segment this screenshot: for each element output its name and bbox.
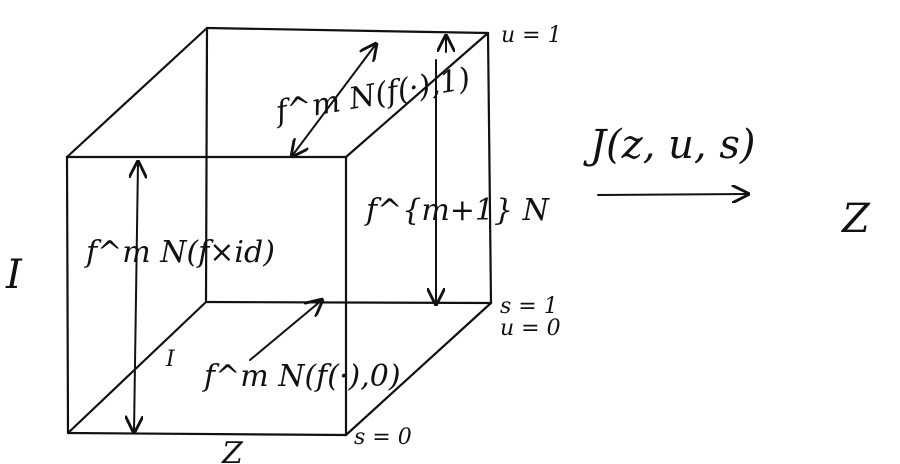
back-top-edge (205, 26, 490, 35)
cube-edges (65, 26, 493, 437)
back-left-edge (204, 26, 209, 304)
z-target-label: Z (840, 196, 871, 242)
i-inner-label: I (165, 347, 176, 372)
top-face-label: f^m N(f(·),1) (271, 61, 473, 130)
u-zero-label: u = 0 (500, 316, 561, 341)
bottom-face-label: f^m N(f(·),0) (202, 359, 401, 394)
bottom-right-connector (344, 301, 493, 437)
s-one-label: s = 1 (500, 294, 558, 319)
right-face-label: f^{m+1} N (364, 193, 551, 228)
top-left-connector (65, 26, 209, 159)
map-label: J(z, u, s) (583, 122, 755, 168)
map-arrow (597, 194, 748, 195)
front-left-edge (65, 155, 70, 435)
front-bottom-edge (66, 431, 348, 437)
back-bottom-edge (204, 300, 493, 305)
i-left-label: I (5, 252, 23, 298)
back-right-edge (486, 31, 493, 305)
z-bottom-label: Z (221, 436, 244, 464)
bottom-face-arrow (249, 300, 322, 361)
s-zero-label: s = 0 (354, 425, 412, 450)
left-face-label: f^m N(f×id) (84, 235, 275, 270)
bottom-left-connector (66, 300, 208, 435)
top-face-arrow (292, 44, 376, 156)
arrows (134, 36, 748, 432)
left-face-arrow (134, 162, 138, 432)
u-top-label: u = 1 (501, 23, 562, 48)
